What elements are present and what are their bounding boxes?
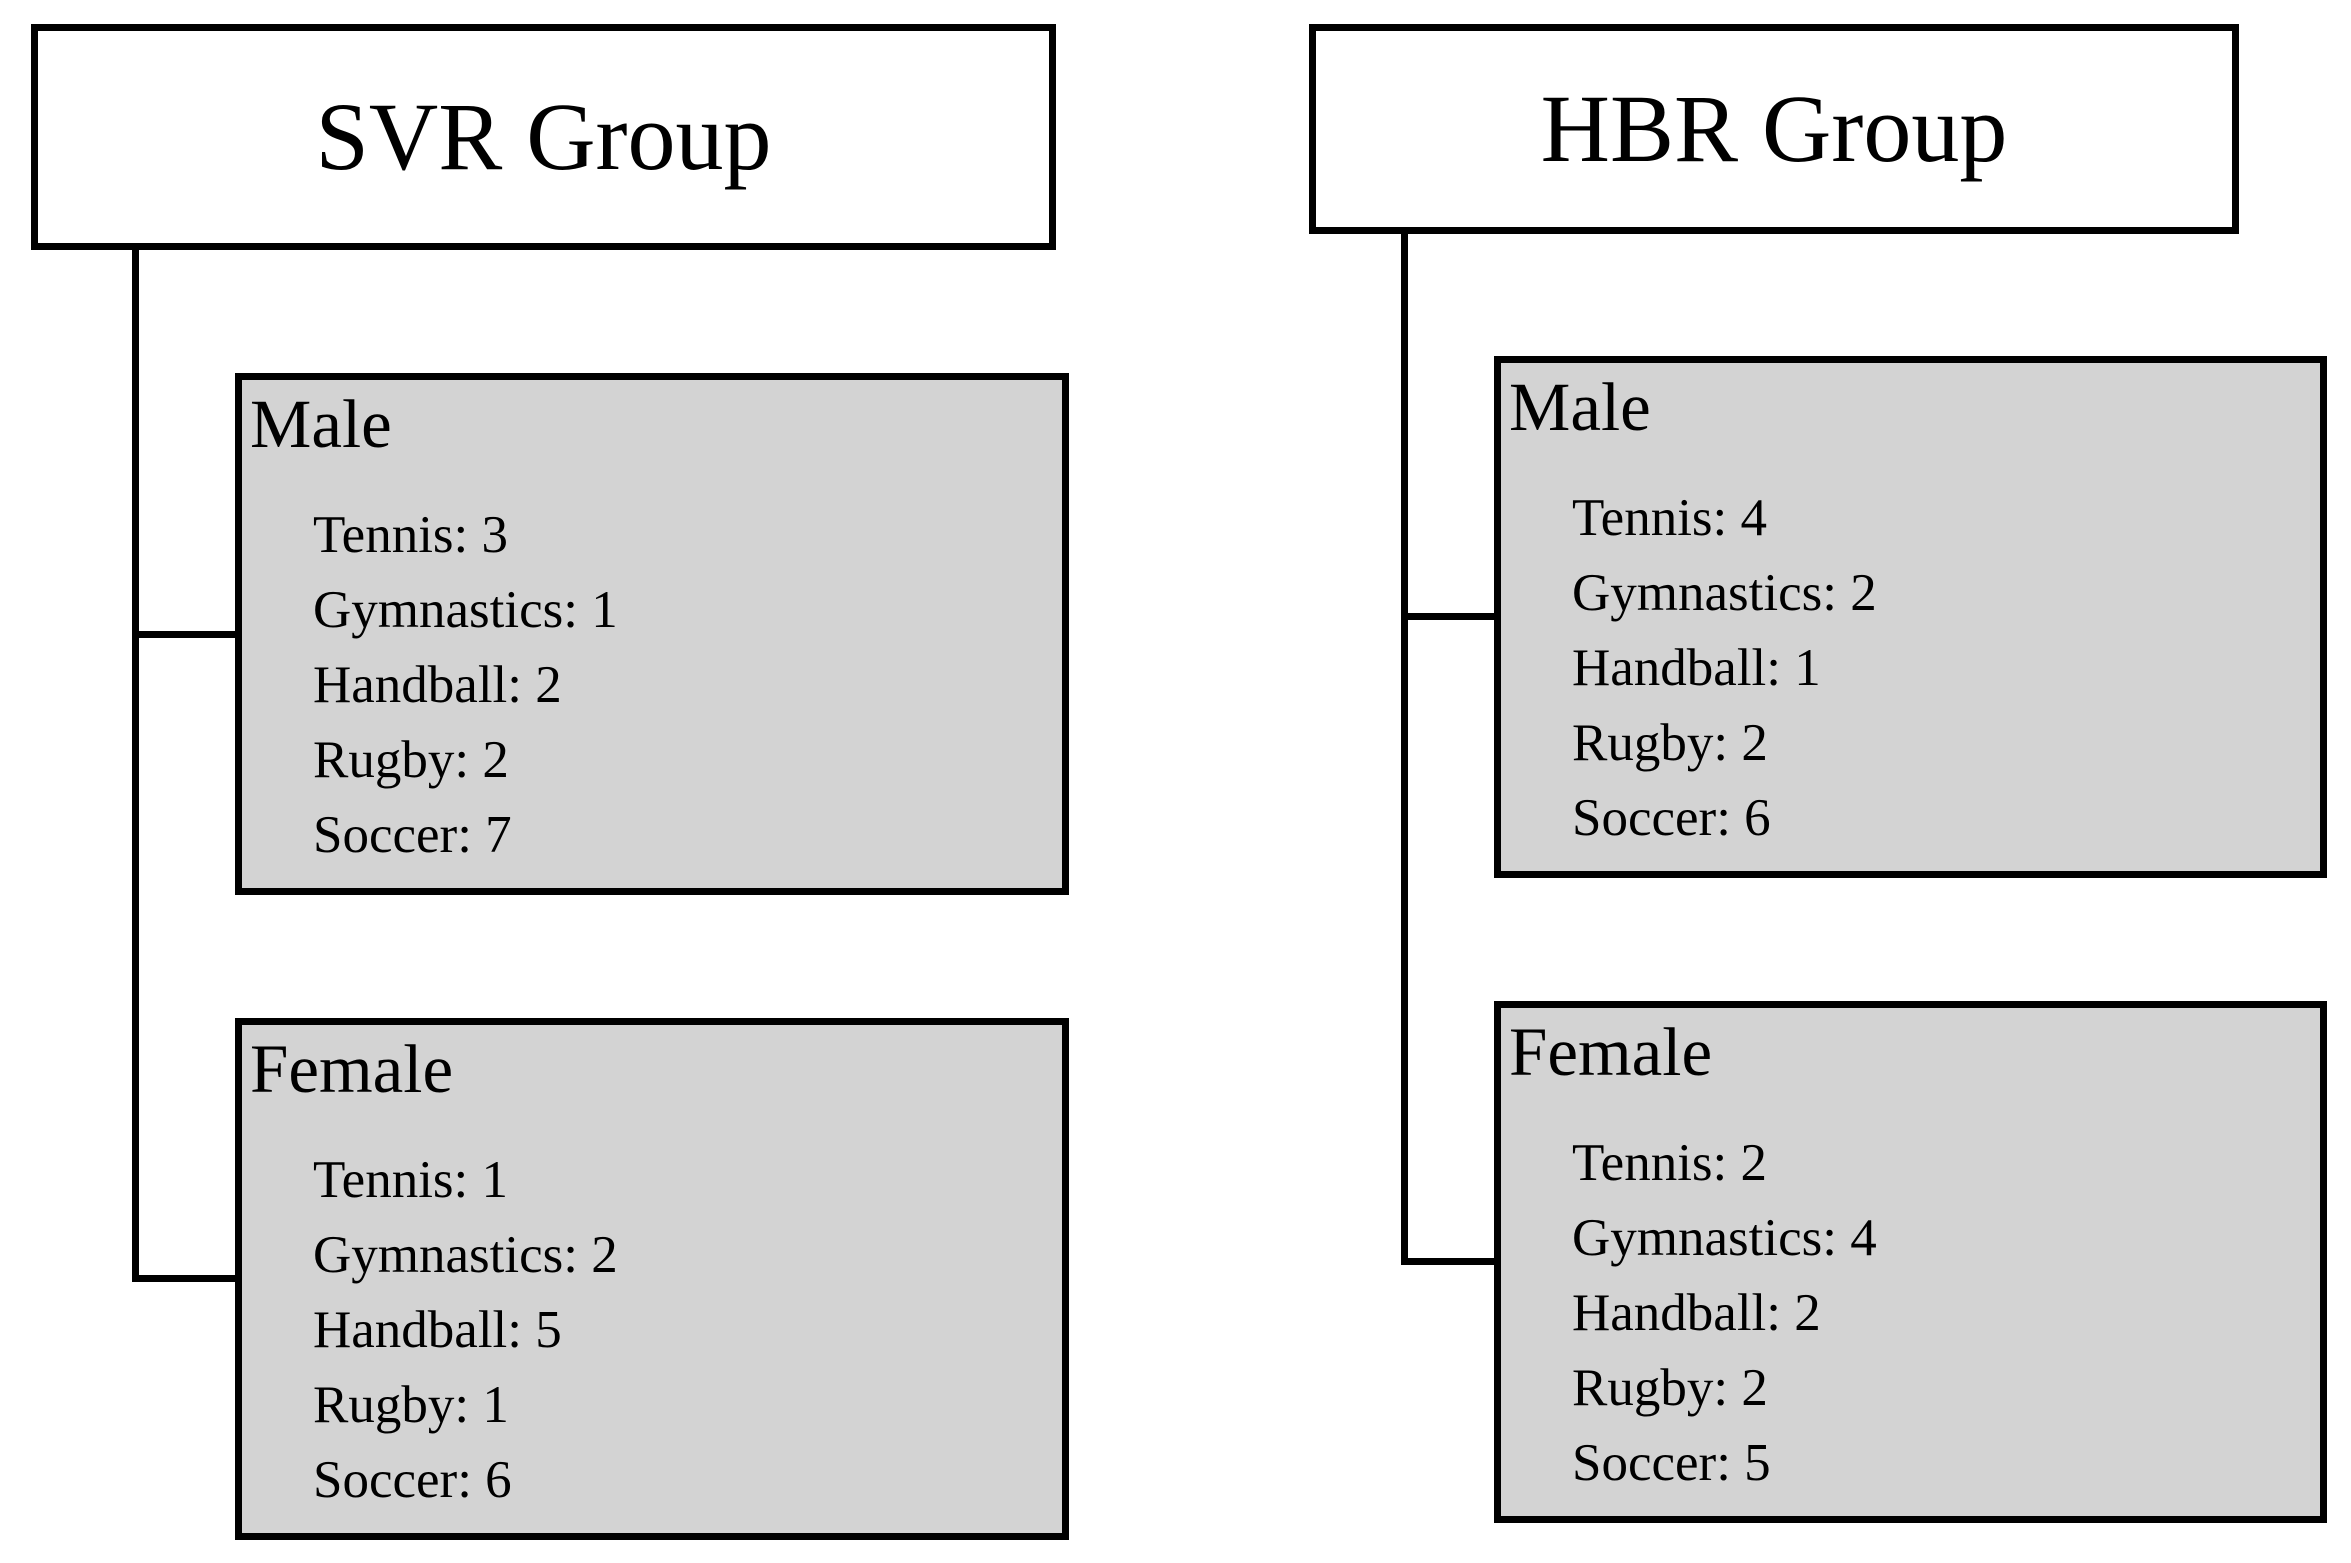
svr-female-connector [132,1275,242,1282]
list-item: Handball: 2 [1572,1284,1821,1342]
svr-male-connector [132,631,242,638]
list-item: Rugby: 2 [1572,1359,1768,1417]
hbr-female-list: Tennis: 2 Gymnastics: 4 Handball: 2 Rugb… [1572,1126,1877,1501]
svr-female-title: Female [250,1031,454,1107]
list-item: Handball: 5 [313,1301,562,1359]
list-item: Tennis: 2 [1572,1134,1768,1192]
list-item: Handball: 1 [1572,639,1821,697]
hbr-group-box: HBR Group [1309,24,2239,234]
list-item: Gymnastics: 2 [1572,564,1877,622]
svr-female-box: Female Tennis: 1 Gymnastics: 2 Handball:… [235,1018,1069,1540]
hbr-group-title: HBR Group [1540,75,2008,182]
list-item: Tennis: 4 [1572,489,1768,547]
svr-male-box: Male Tennis: 3 Gymnastics: 1 Handball: 2… [235,373,1069,895]
hbr-female-title: Female [1509,1014,1713,1090]
list-item: Gymnastics: 1 [313,581,618,639]
svr-vertical-connector [132,245,139,1282]
svr-group-title: SVR Group [315,83,772,190]
hbr-male-title: Male [1509,369,1651,445]
hbr-female-box: Female Tennis: 2 Gymnastics: 4 Handball:… [1494,1001,2327,1523]
hbr-vertical-connector [1401,228,1408,1265]
svr-male-title: Male [250,386,392,462]
list-item: Rugby: 1 [313,1376,509,1434]
svr-group-box: SVR Group [31,24,1056,250]
list-item: Handball: 2 [313,656,562,714]
list-item: Soccer: 6 [313,1451,512,1509]
hbr-female-connector [1401,1258,1505,1265]
list-item: Gymnastics: 4 [1572,1209,1877,1267]
list-item: Soccer: 6 [1572,789,1771,847]
hbr-male-connector [1401,613,1505,620]
list-item: Rugby: 2 [313,731,509,789]
list-item: Gymnastics: 2 [313,1226,618,1284]
svr-male-list: Tennis: 3 Gymnastics: 1 Handball: 2 Rugb… [313,498,618,873]
svr-female-list: Tennis: 1 Gymnastics: 2 Handball: 5 Rugb… [313,1143,618,1518]
list-item: Tennis: 1 [313,1151,509,1209]
list-item: Soccer: 7 [313,806,512,864]
list-item: Tennis: 3 [313,506,509,564]
list-item: Rugby: 2 [1572,714,1768,772]
hbr-male-box: Male Tennis: 4 Gymnastics: 2 Handball: 1… [1494,356,2327,878]
list-item: Soccer: 5 [1572,1434,1771,1492]
hbr-male-list: Tennis: 4 Gymnastics: 2 Handball: 1 Rugb… [1572,481,1877,856]
